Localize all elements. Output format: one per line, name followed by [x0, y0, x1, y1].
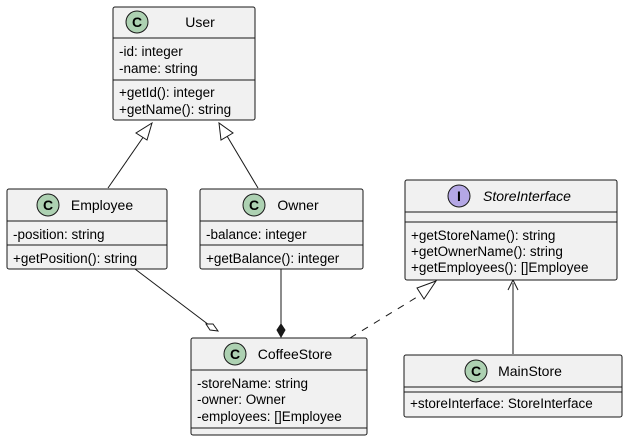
inheritance-arrowhead [218, 121, 234, 141]
inheritance-arrowhead [135, 121, 153, 141]
method: +getStoreName(): string [411, 228, 555, 243]
edge-coffeestore-realizes-storeinterface [349, 280, 438, 339]
method: +getId(): integer [119, 85, 215, 100]
interface-stereotype-letter: I [457, 188, 461, 204]
field: -storeName: string [197, 376, 308, 391]
class-stereotype-icon [36, 193, 60, 217]
class-stereotype-letter: C [132, 14, 142, 30]
class-stereotype-letter: C [230, 346, 240, 362]
interface-name: StoreInterface [483, 188, 571, 204]
class-employee[interactable]: C Employee -position: string +getPositio… [6, 188, 168, 270]
method: +storeInterface: StoreInterface [410, 396, 593, 411]
edge-owner-composition-coffeestore [276, 269, 286, 339]
field: -employees: []Employee [197, 409, 342, 424]
method: +getBalance(): integer [206, 251, 340, 266]
class-stereotype-icon [223, 342, 247, 366]
class-coffeestore[interactable]: C CoffeeStore -storeName: string -owner:… [190, 337, 368, 436]
class-name: Employee [71, 197, 133, 213]
edge-employee-aggregation-coffeestore [134, 268, 220, 332]
class-mainstore[interactable]: C MainStore +storeInterface: StoreInterf… [403, 354, 623, 418]
edge-owner-inherits-user [218, 121, 259, 189]
class-name: Owner [277, 197, 319, 213]
realization-arrowhead [416, 280, 438, 300]
class-stereotype-icon [125, 10, 149, 34]
class-stereotype-icon [242, 193, 266, 217]
class-owner[interactable]: C Owner -balance: integer +getBalance():… [199, 188, 364, 270]
interface-stereotype-icon [447, 184, 471, 208]
class-user[interactable]: C User -id: integer -name: string +getId… [112, 6, 256, 121]
composition-diamond [276, 323, 286, 339]
class-name: User [185, 14, 215, 30]
field: -id: integer [119, 44, 183, 59]
class-name: CoffeeStore [258, 346, 333, 362]
class-stereotype-letter: C [249, 197, 259, 213]
method: +getName(): string [119, 102, 231, 117]
method: +getPosition(): string [13, 251, 137, 266]
class-stereotype-icon [464, 359, 488, 383]
interface-storeinterface[interactable]: I StoreInterface +getStoreName(): string… [404, 179, 618, 281]
field: -balance: integer [206, 227, 307, 242]
method: +getEmployees(): []Employee [411, 260, 588, 275]
field: -name: string [119, 61, 198, 76]
field: -owner: Owner [197, 392, 286, 407]
edge-mainstore-association-storeinterface [507, 278, 519, 354]
class-stereotype-letter: C [471, 363, 481, 379]
edge-employee-inherits-user [107, 121, 153, 189]
field: -position: string [13, 227, 105, 242]
class-stereotype-letter: C [43, 197, 53, 213]
class-name: MainStore [498, 363, 562, 379]
aggregation-diamond [205, 323, 220, 332]
method: +getOwnerName(): string [411, 244, 563, 259]
